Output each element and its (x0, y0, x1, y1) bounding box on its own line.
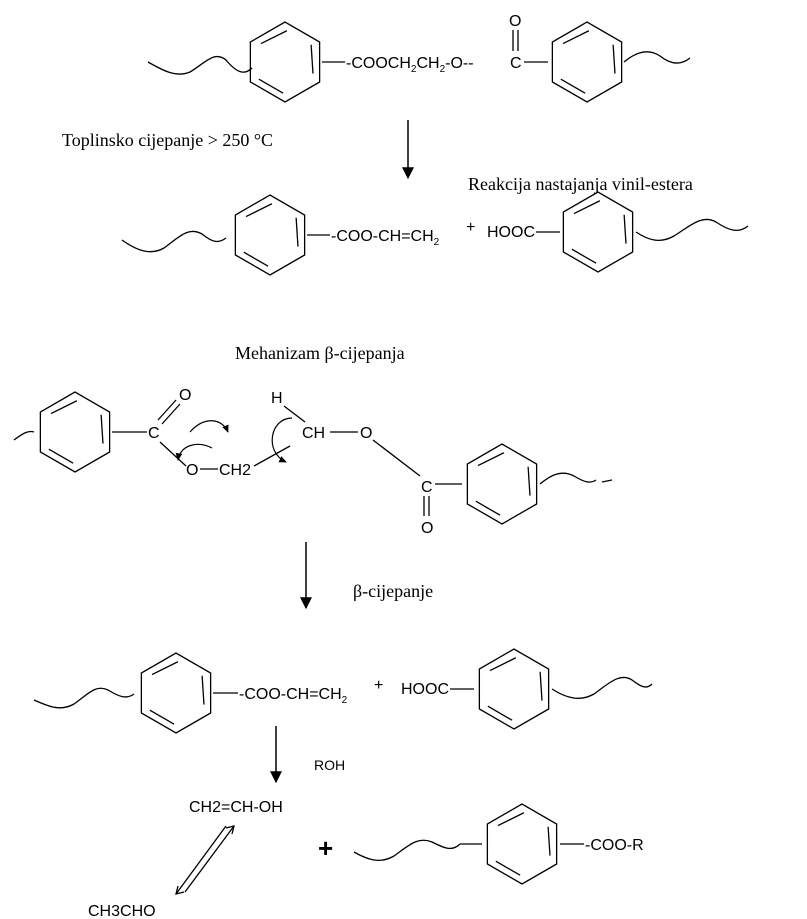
mech-hydrogen: H (271, 390, 283, 407)
label-roh: ROH (314, 757, 345, 773)
final-chain-left-wavy (353, 839, 461, 862)
vinyl-ester-text-1: -COO-CH=CH2 (331, 228, 440, 248)
mech-carbonyl-c-left: C (148, 425, 160, 442)
benzene-ring-6 (466, 443, 538, 525)
mech-carbonyl-o-left: O (179, 387, 191, 404)
benzene-ring-5 (39, 391, 111, 473)
benzene-ring-8 (478, 648, 550, 730)
benzene-ring-1 (249, 21, 321, 103)
product-chain-left-wavy (121, 230, 227, 253)
plus-sign-1: + (466, 219, 475, 236)
equilibrium-arrow-forward (175, 825, 227, 895)
benzene-ring-3 (234, 194, 306, 276)
electron-arrow-o-ch2 (175, 443, 213, 461)
pet-polymer-segment: -COOCH2CH2-O-- C O (147, 13, 691, 103)
mech-ch: CH (302, 425, 325, 442)
equilibrium-arrow-reverse (184, 825, 235, 893)
mech-carbonyl-o-right: O (421, 520, 433, 537)
mech-ester-oxygen: O (186, 462, 198, 479)
final-ester-text: -COO-R (585, 837, 644, 854)
benzene-ring-2 (551, 21, 623, 103)
mech-ch2-ch-bond (253, 445, 291, 467)
thermal-cleavage-products: -COO-CH=CH2 + HOOC (121, 191, 749, 276)
electron-arrow-carbonyl-up (189, 420, 229, 433)
vinyl-alcohol-text: CH2=CH-OH (189, 799, 283, 816)
mech-o-c-bond (372, 439, 421, 477)
acid-text-2: HOOC (401, 681, 449, 698)
mech-left-co-double-b (161, 403, 181, 425)
benzene-ring-7 (140, 652, 212, 734)
mech-bridge-oxygen: O (360, 425, 372, 442)
polymer-chain-left-wavy (147, 55, 253, 75)
label-beta-cleavage: β-cijepanje (353, 581, 433, 601)
mech-c-o-single (159, 441, 187, 467)
carbonyl-oxygen: O (509, 13, 521, 30)
mechanism-chain-right-wavy (539, 472, 597, 485)
benzene-ring-4 (562, 191, 634, 273)
mech-ch2: CH2 (219, 462, 251, 479)
electron-arrow-ch-h (271, 417, 293, 463)
label-mechanism-title: Mehanizam β-cijepanja (235, 343, 405, 363)
benzene-ring-9 (486, 803, 558, 885)
carbonyl-carbon: C (510, 55, 522, 72)
equilibrium-arrow-forward-head (175, 885, 185, 895)
polymer-chain-right-wavy (623, 51, 691, 64)
label-vinyl-ester-reaction: Reakcija nastajanja vinil-estera (468, 174, 693, 194)
mech-carbonyl-c-right: C (421, 479, 433, 496)
ester-linker-text: -COOCH2CH2-O-- (346, 55, 474, 75)
beta-cleavage-mechanism: C O O CH2 H CH O C O (13, 387, 613, 537)
plus-sign-final: + (318, 833, 333, 863)
acetaldehyde-text: CH3CHO (88, 903, 156, 919)
product2-chain-left-wavy (33, 687, 135, 709)
acid-chain-right-wavy (635, 218, 749, 242)
acid2-chain-right-wavy (551, 676, 653, 699)
mech-left-co-double-a (157, 399, 177, 421)
equilibrium-arrow-reverse-head (225, 825, 235, 835)
mechanism-chain-left-wavy (13, 430, 35, 441)
mech-h-ch-bond (283, 405, 306, 423)
final-products: CH2=CH-OH + CH3CHO -COO-R (88, 799, 644, 919)
vinyl-ester-text-2: -COO-CH=CH2 (239, 686, 348, 706)
acid-text-1: HOOC (487, 224, 535, 241)
mechanism-chain-tail (601, 479, 613, 483)
beta-cleavage-products: -COO-CH=CH2 + HOOC (33, 648, 653, 734)
plus-sign-2: + (374, 677, 383, 694)
label-thermal-cleavage: Toplinsko cijepanje > 250 °C (62, 130, 273, 150)
